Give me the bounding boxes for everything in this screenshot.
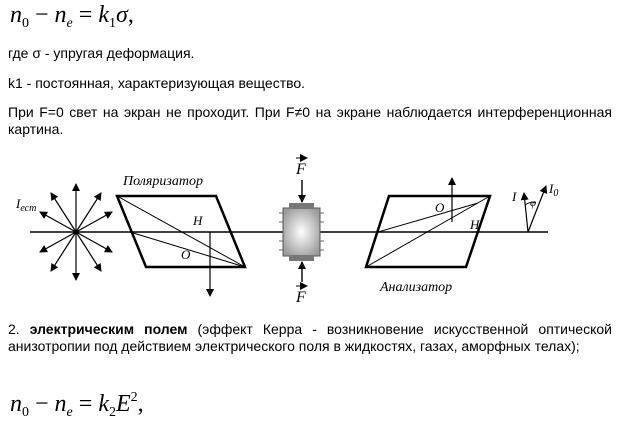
photoelasticity-diagram: Iест Поляризатор H O F F O H Анализатор … (15, 154, 558, 306)
paragraph-kerr-effect: 2. электрическим полем (эффект Керра - в… (8, 321, 612, 355)
text-where-sigma: где σ - упругая деформация. (8, 45, 195, 61)
label-phi: φ (530, 197, 536, 209)
intensity-i-arrow (520, 192, 529, 233)
formula-birefringence-stress: n0 − ne = k1σ, (10, 2, 134, 31)
label-i: I (511, 189, 517, 204)
analyzer-diagonal (365, 195, 491, 268)
kerr-item-number: 2. (8, 321, 30, 337)
angle-arc (524, 201, 537, 206)
label-h-polarizer: H (192, 213, 203, 228)
analyzer-prism (364, 194, 492, 269)
label-natural-light: Iест (15, 196, 36, 214)
label-force-bottom: F (295, 289, 306, 306)
label-polarizer: Поляризатор (122, 174, 203, 189)
paragraph-force: При F=0 свет на экран не проходит. При F… (8, 104, 612, 137)
natural-light-symbol (39, 183, 113, 281)
intensity-i0-arrow (527, 185, 548, 233)
polarizer-diagonal (116, 195, 246, 268)
label-i0: I0 (548, 181, 558, 199)
label-o-analyzer: O (435, 200, 445, 215)
polarizer-ordinary-ray (129, 231, 246, 268)
label-force-top: F (295, 161, 306, 178)
formula-kerr: n0 − ne = k2E2, (10, 390, 144, 420)
label-o-polarizer: O (181, 247, 191, 262)
sample-under-stress (279, 203, 324, 261)
label-h-analyzer: H (469, 217, 480, 232)
text-k1-definition: k1 - постоянная, характеризующая веществ… (8, 75, 306, 91)
kerr-description: (эффект Керра - возникновение искусствен… (8, 321, 612, 354)
label-analyzer: Анализатор (379, 280, 452, 295)
kerr-bold-term: электрическим полем (29, 321, 188, 337)
analyzer-extraordinary-ray (377, 202, 479, 233)
